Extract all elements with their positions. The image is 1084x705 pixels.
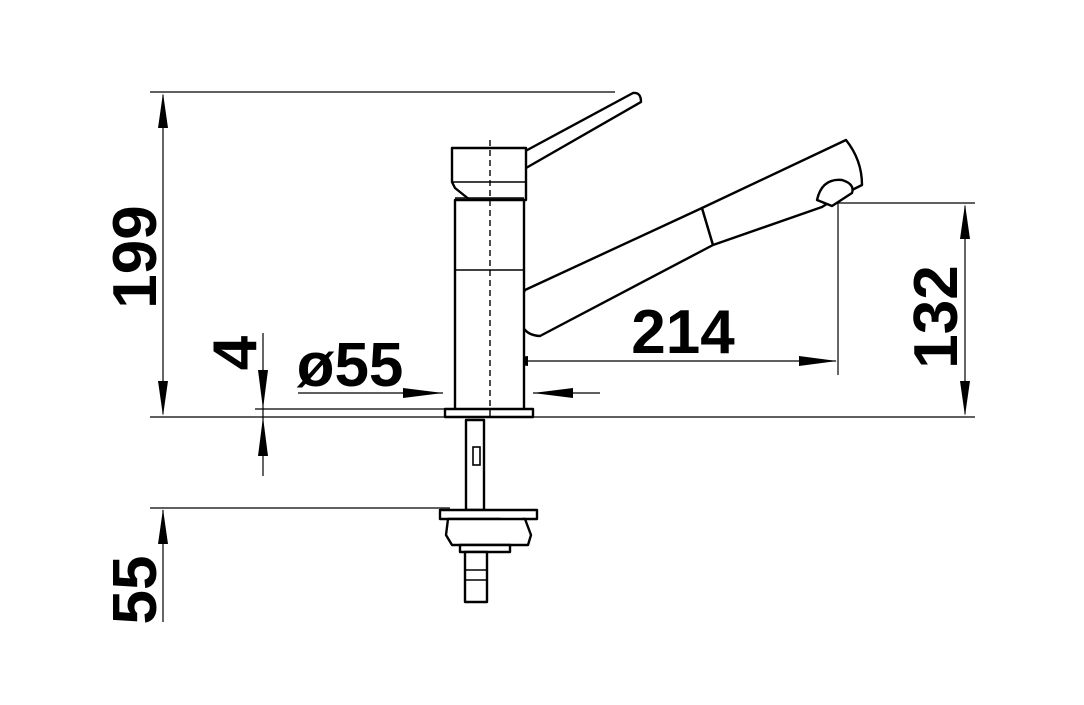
arrow-head xyxy=(258,370,268,409)
arrow-head xyxy=(799,356,837,366)
arrow-head xyxy=(960,204,970,239)
extension-lines xyxy=(150,91,975,509)
faucet xyxy=(438,91,864,604)
arrow-head xyxy=(960,381,970,416)
arrow-head xyxy=(158,381,168,416)
spout-outlet xyxy=(815,178,854,208)
dim-label-199: 199 xyxy=(101,205,170,308)
dim-label-55-under: 55 xyxy=(101,556,170,625)
dimension-4 xyxy=(258,333,268,476)
dim-label-132: 132 xyxy=(902,265,971,368)
arrow-head xyxy=(158,509,168,544)
arrow-head xyxy=(533,388,573,398)
mounting-bolt xyxy=(463,550,489,604)
dim-label-4: 4 xyxy=(201,335,270,370)
dimension-199 xyxy=(158,93,168,416)
dimension-55-under xyxy=(158,509,168,622)
body-cap xyxy=(450,146,528,202)
arrow-head xyxy=(158,93,168,128)
arrow-head xyxy=(258,417,268,456)
arrow-head xyxy=(403,388,443,398)
dim-label-diameter: ø55 xyxy=(297,331,404,400)
dimension-diameter-55 xyxy=(298,388,600,398)
lever-handle xyxy=(516,91,643,170)
base-flange xyxy=(443,407,535,419)
dimension-132 xyxy=(960,204,970,416)
mounting-nut xyxy=(444,517,533,547)
dim-label-214: 214 xyxy=(631,298,735,367)
